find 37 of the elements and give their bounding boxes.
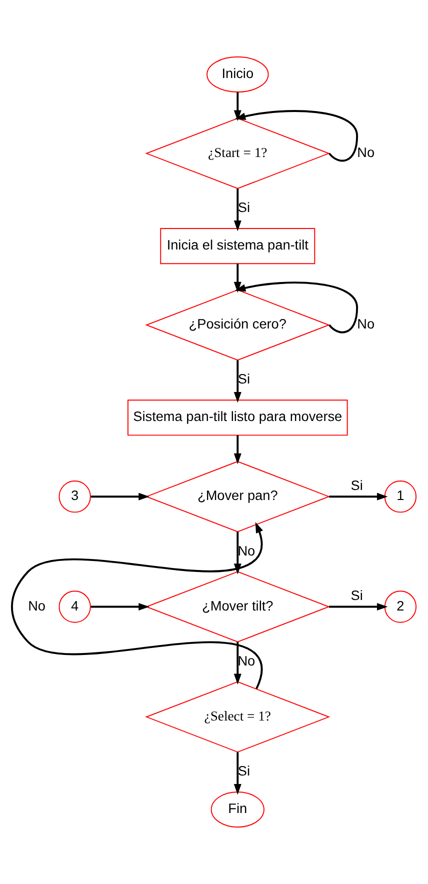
- node-ellipse: Fin: [210, 792, 264, 828]
- node-circle: 4: [58, 590, 91, 623]
- arrow: [234, 188, 242, 232]
- arrow: [234, 435, 242, 464]
- arrow: [234, 92, 242, 121]
- node-diamond: ¿Select = 1?: [145, 681, 330, 753]
- arrow: [90, 603, 150, 611]
- node-diamond: ¿Start = 1?: [145, 118, 330, 190]
- edge-label: No: [357, 145, 375, 160]
- arrow: [329, 492, 388, 500]
- arrow: [234, 642, 242, 685]
- arrow: [234, 532, 242, 574]
- edge-label: No: [28, 598, 46, 614]
- arrow: [329, 603, 388, 611]
- arrow: [234, 752, 242, 795]
- node-circle: 3: [58, 480, 91, 513]
- edge-label: No: [357, 316, 375, 332]
- node-box: Inicia el sistema pan-tilt: [160, 228, 316, 264]
- edge-label: Si: [238, 200, 250, 216]
- arrow: [234, 360, 242, 403]
- arrow: [234, 110, 358, 162]
- edge-label: Si: [350, 478, 363, 493]
- node-circle: 2: [384, 590, 417, 623]
- edge-label: No: [238, 653, 256, 668]
- arrow: [234, 264, 242, 293]
- node-diamond: ¿Mover tilt?: [145, 571, 330, 642]
- edge-label: Si: [238, 764, 250, 779]
- node-circle: 1: [384, 480, 417, 513]
- node-box: Sistema pan-tilt listo para moverse: [127, 400, 348, 436]
- arrow: [11, 522, 263, 690]
- node-diamond: ¿Posición cero?: [145, 289, 330, 361]
- arrow: [234, 282, 358, 334]
- node-ellipse: Inicio: [206, 56, 269, 92]
- edge-label: Si: [350, 588, 363, 604]
- arrow: [90, 492, 150, 500]
- edge-label: No: [238, 543, 256, 558]
- edge-label: Si: [238, 372, 250, 387]
